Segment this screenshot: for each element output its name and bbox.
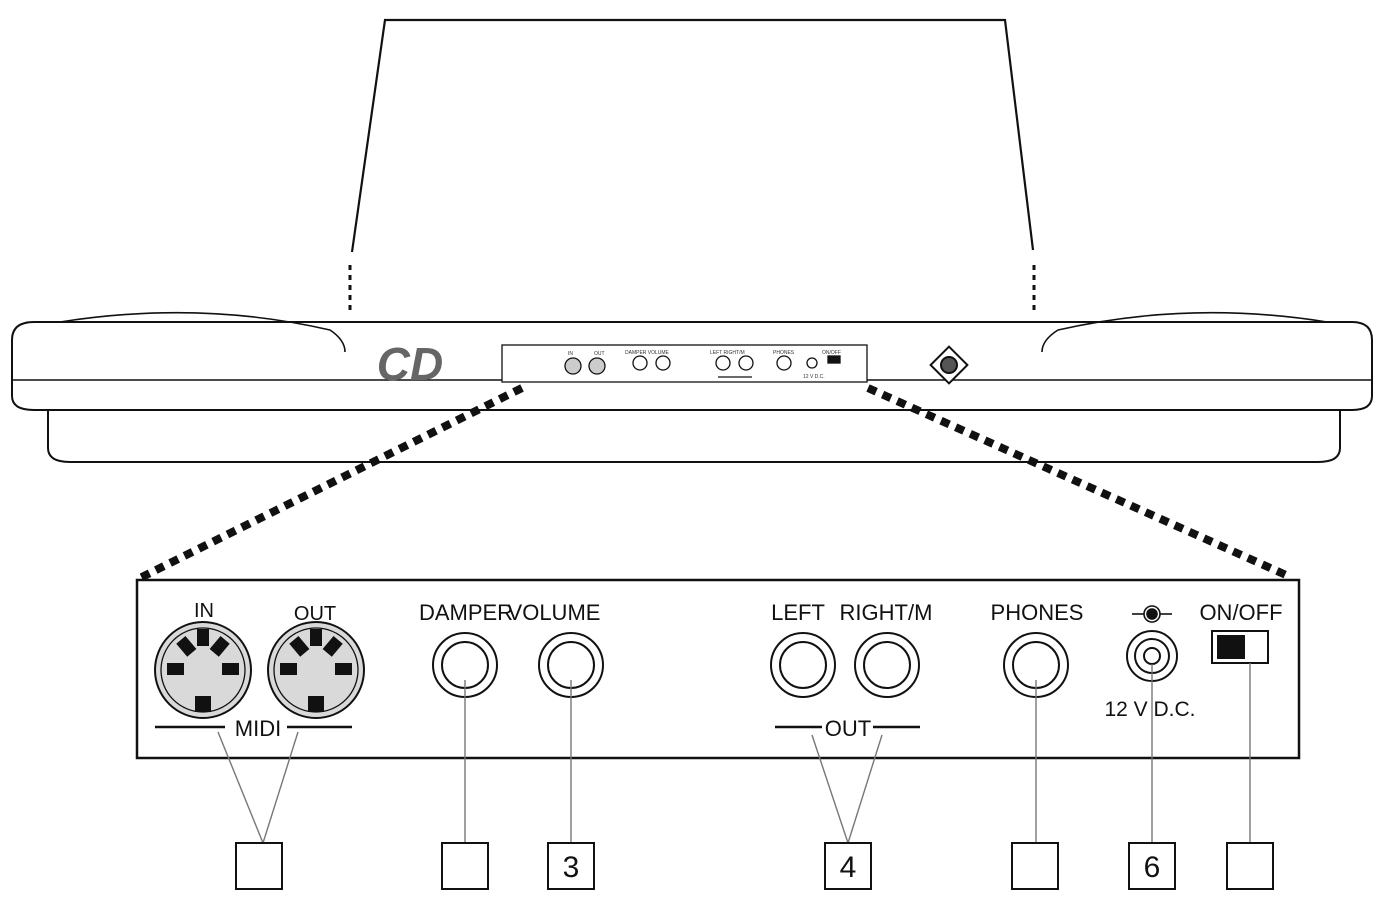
svg-text:LEFT RIGHT/M: LEFT RIGHT/M xyxy=(710,350,745,356)
svg-text:PHONES: PHONES xyxy=(773,350,795,356)
callout-volume: 3 xyxy=(563,851,580,884)
mini-rear-panel xyxy=(501,344,868,383)
volume-label: VOLUME xyxy=(508,600,601,625)
callout-box-damper xyxy=(441,842,489,890)
dc-label: 12 V D.C. xyxy=(1104,698,1195,721)
out-label: OUT xyxy=(825,716,871,741)
svg-text:OUT: OUT xyxy=(594,351,605,357)
callout-box-power xyxy=(1226,842,1274,890)
midi-in-jack xyxy=(154,621,252,719)
svg-text:12 V D.C.: 12 V D.C. xyxy=(803,374,825,380)
midi-in-label: IN xyxy=(194,600,214,622)
svg-text:ON/OFF: ON/OFF xyxy=(822,350,841,356)
callout-output: 4 xyxy=(840,851,857,884)
callout-box-volume xyxy=(547,842,595,890)
midi-out-jack xyxy=(267,621,365,719)
onoff-label: ON/OFF xyxy=(1199,600,1282,625)
callout-box-midi xyxy=(235,842,283,890)
left-out-jack xyxy=(770,632,836,698)
svg-text:DAMPER VOLUME: DAMPER VOLUME xyxy=(625,350,670,356)
music-stand xyxy=(348,18,1036,312)
polarity-icon xyxy=(1132,605,1172,623)
callout-box-dc xyxy=(1128,842,1176,890)
callout-box-phones xyxy=(1011,842,1059,890)
callout-dc: 6 xyxy=(1144,851,1161,884)
brand-logo: CD xyxy=(377,338,443,390)
knob-icon xyxy=(929,345,969,385)
right-label: RIGHT/M xyxy=(840,600,933,625)
right-out-jack xyxy=(854,632,920,698)
callout-box-output xyxy=(824,842,872,890)
zoom-lines xyxy=(138,384,1288,582)
midi-out-label: OUT xyxy=(294,603,336,625)
midi-label: MIDI xyxy=(235,716,281,741)
damper-label: DAMPER xyxy=(419,600,513,625)
svg-text:IN: IN xyxy=(568,351,573,357)
power-switch xyxy=(1211,630,1269,664)
phones-label: PHONES xyxy=(991,600,1084,625)
keyboard-body xyxy=(11,311,1373,463)
callout-boxes xyxy=(235,842,1274,890)
left-label: LEFT xyxy=(771,600,825,625)
leader-lines xyxy=(217,663,1251,844)
